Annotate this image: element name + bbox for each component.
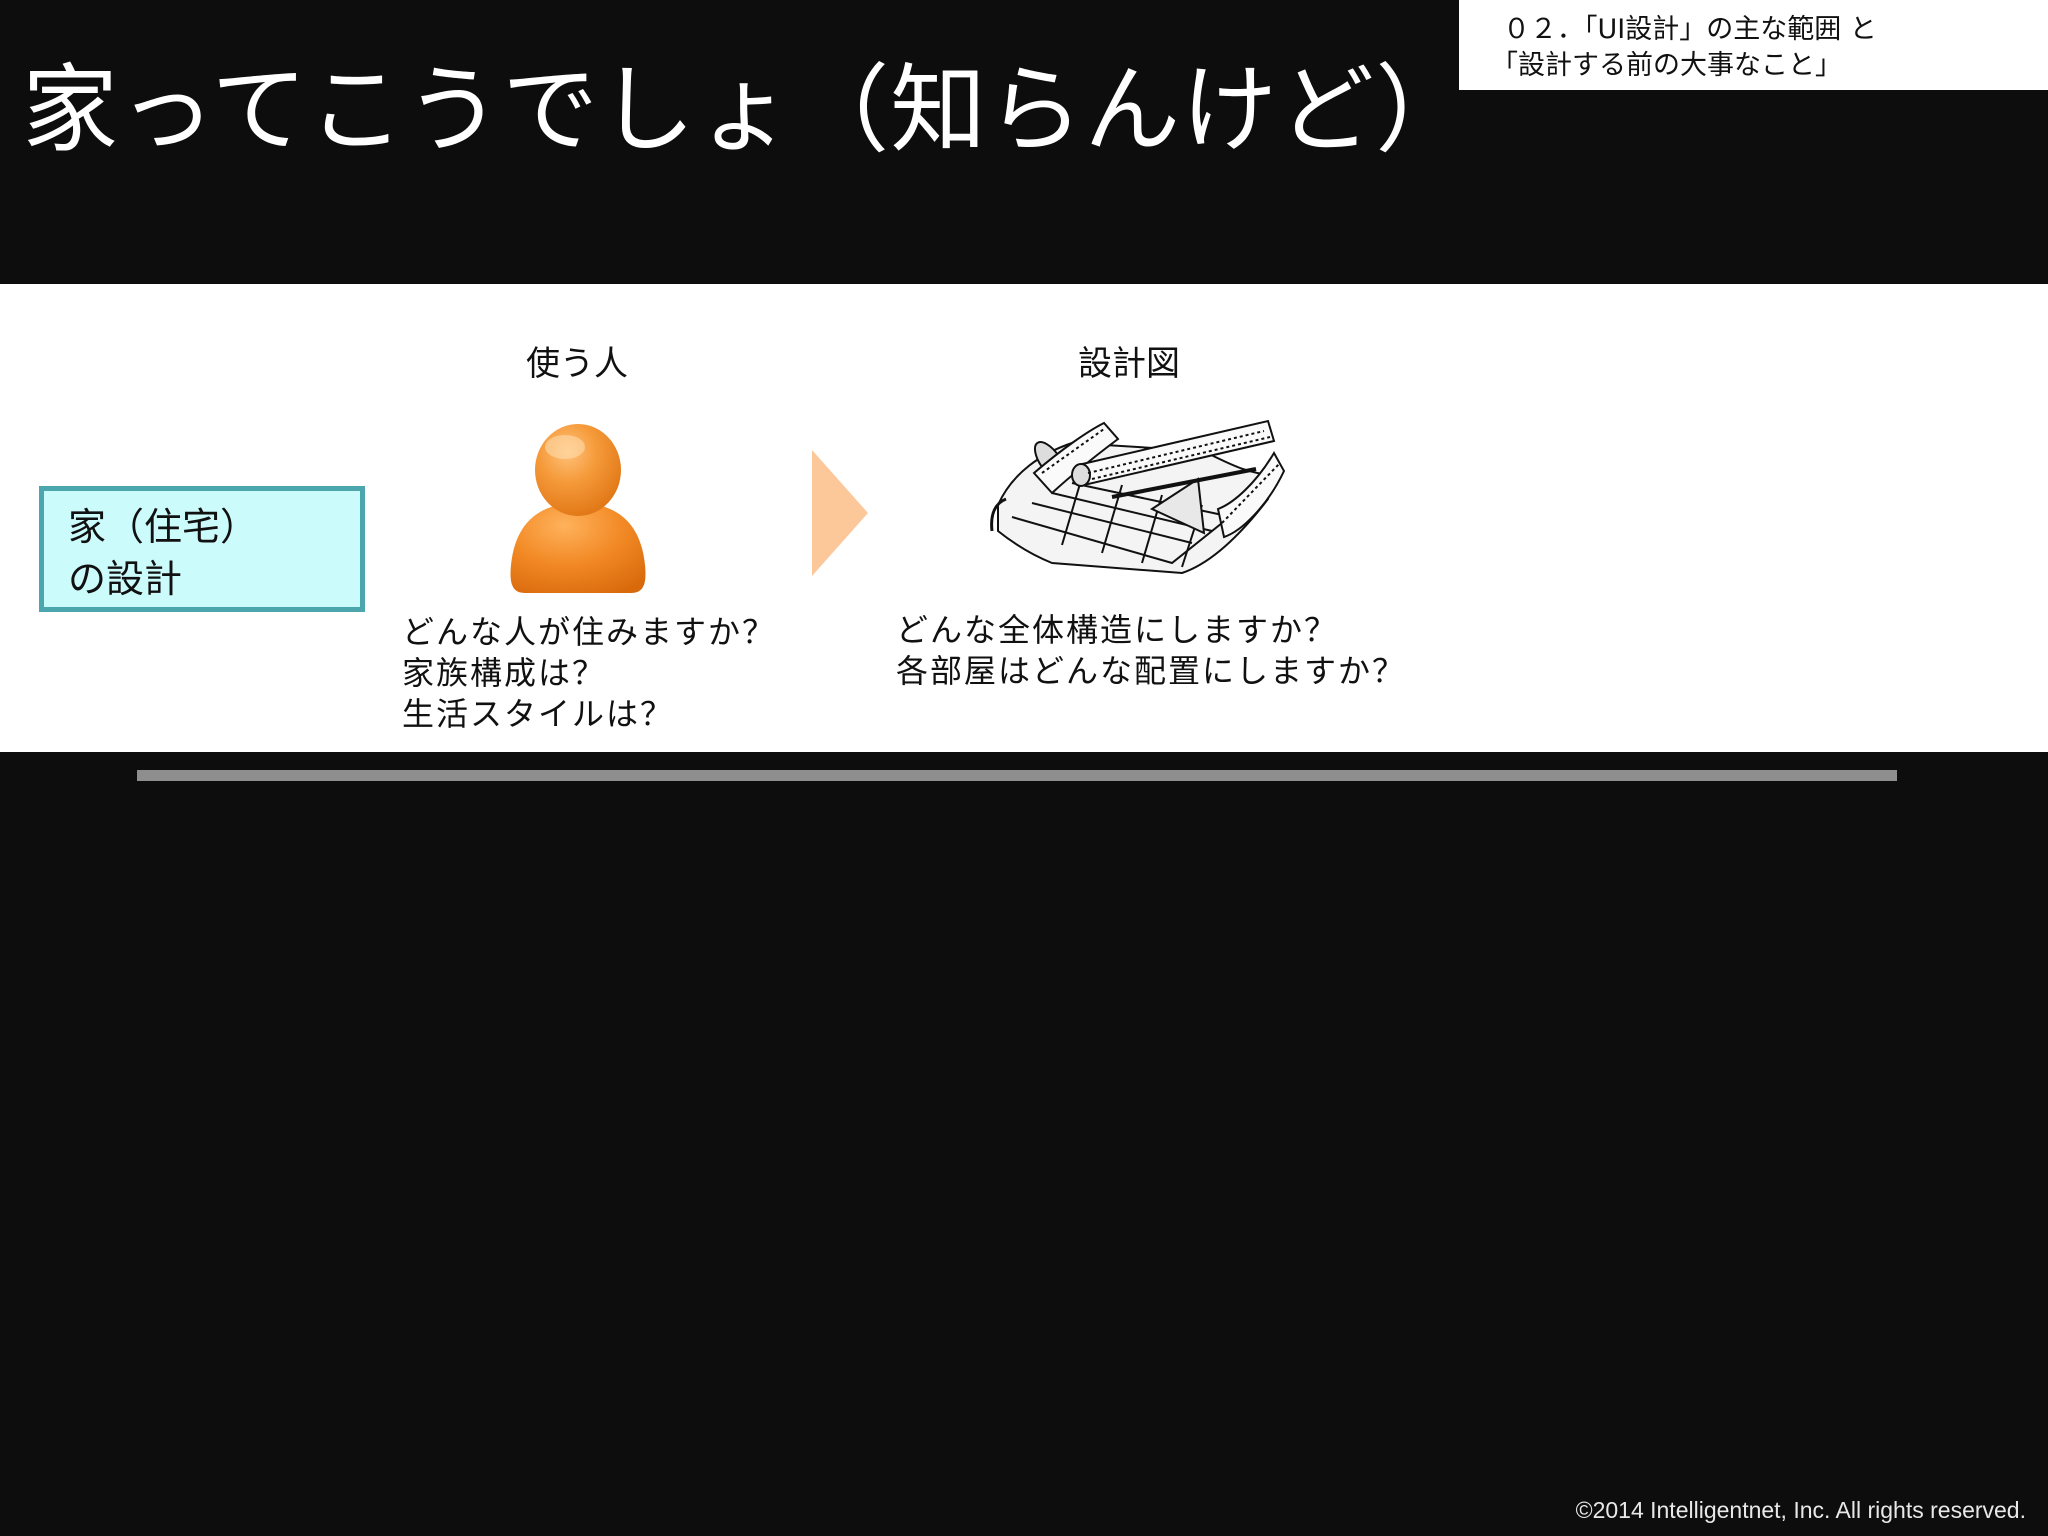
slide-title: 家ってこうでしょ（知らんけど） (22, 54, 1473, 166)
house-design-box: 家（住宅） の設計 (39, 486, 365, 612)
chevron-right-icon (812, 450, 868, 576)
blueprint-icon (990, 419, 1286, 575)
blueprint-questions: どんな全体構造にしますか？ 各部屋はどんな配置にしますか？ (896, 610, 1406, 692)
house-box-line2: の設計 (68, 557, 183, 601)
section-label: ０２．「UI設計」の主な範囲 と 「設計する前の大事なこと」 (1459, 0, 2048, 90)
blueprint-question-1: どんな全体構造にしますか？ (896, 611, 1339, 649)
user-question-1: どんな人が住みますか？ (402, 613, 777, 651)
copyright-notice: ©2014 Intelligentnet, Inc. All rights re… (1575, 1497, 2026, 1523)
person-icon (510, 424, 646, 593)
blueprint-question-2: 各部屋はどんな配置にしますか？ (896, 652, 1407, 690)
section-label-line2: 「設計する前の大事なこと」 (1491, 50, 1842, 81)
section-label-line1: ０２．「UI設計」の主な範囲 と (1503, 14, 1877, 45)
user-heading: 使う人 (526, 344, 628, 384)
blueprint-heading: 設計図 (1078, 344, 1180, 384)
user-questions: どんな人が住みますか？ 家族構成は？ 生活スタイルは？ (402, 612, 776, 735)
divider-rule (137, 770, 1897, 781)
user-question-2: 家族構成は？ (402, 654, 607, 692)
user-question-3: 生活スタイルは？ (402, 695, 675, 733)
house-box-line1: 家（住宅） (68, 505, 259, 549)
